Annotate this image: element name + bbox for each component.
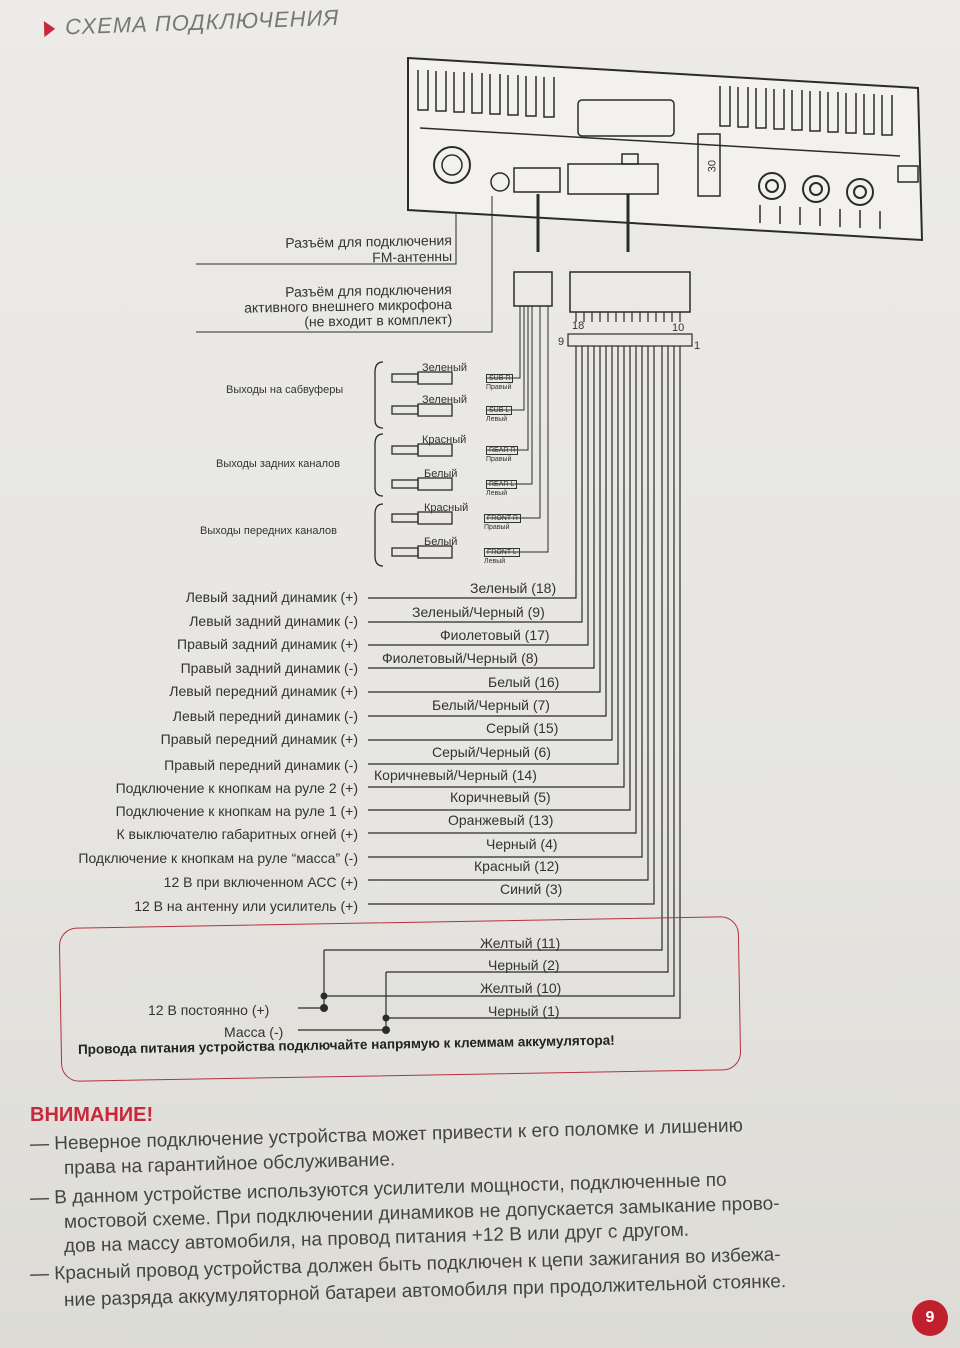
rca-tag: SUB R <box>486 374 514 383</box>
pin-label-9: 9 <box>558 336 565 348</box>
wire-function-label: Правый задний динамик (-) <box>180 660 358 676</box>
rca-color: Белый <box>424 536 458 548</box>
rca-plug <box>513 271 553 307</box>
unit-ground-terminal <box>897 165 919 183</box>
wire-color-label: Серый/Черный (6) <box>432 744 551 760</box>
page-number: 9 <box>912 1300 948 1336</box>
group-brackets <box>374 361 384 567</box>
rca-color: Белый <box>424 468 458 480</box>
junction-dot <box>320 992 328 1000</box>
rca-side: Правый <box>486 384 512 391</box>
fuse <box>697 133 721 197</box>
wire-color-label: Коричневый/Черный (14) <box>374 767 537 783</box>
heatsink-fins <box>417 70 901 229</box>
iso-connector <box>567 163 659 195</box>
rca-cables <box>486 306 549 553</box>
rca-plugs <box>391 371 453 559</box>
wire-color-label: Коричневый (5) <box>450 789 551 805</box>
unit-rca-3 <box>846 178 874 206</box>
rca-color: Красный <box>422 434 467 446</box>
mic-connector <box>513 167 561 193</box>
wire-function-label: 12 В на антенну или усилитель (+) <box>134 898 358 914</box>
unit-rca-2 <box>802 175 830 203</box>
rca-side: Левый <box>486 490 508 497</box>
rca-tag: FRONT R <box>484 514 521 523</box>
warning-title: ВНИМАНИЕ! <box>30 1104 154 1126</box>
rca-side: Правый <box>486 456 512 463</box>
wire-color-label: Белый (16) <box>488 674 560 690</box>
wire-color-label: Черный (4) <box>486 836 558 852</box>
wire-color-label: Оранжевый (13) <box>448 812 554 828</box>
pin-label-1: 1 <box>694 340 701 352</box>
rca-tag: FRONT L <box>484 548 520 557</box>
center-bracket <box>577 99 675 137</box>
wire-color-label: Зеленый/Черный (9) <box>412 604 545 620</box>
wire-function-label: Правый задний динамик (+) <box>177 636 358 652</box>
head-unit-outline <box>407 56 924 242</box>
power-wire-label: Черный (1) <box>488 1003 560 1019</box>
junction-dot <box>382 1014 390 1022</box>
power-wire-label: Желтый (11) <box>480 935 561 951</box>
fm-antenna-label: Разъём для подключения FM-антенны <box>285 232 453 266</box>
wire-function-label: Левый передний динамик (+) <box>169 683 358 699</box>
wire-function-label: Подключение к кнопкам на руле 1 (+) <box>115 803 358 819</box>
wire-color-label: Зеленый (18) <box>470 580 557 596</box>
harness-wires <box>298 346 681 1031</box>
rca-side: Левый <box>484 558 506 565</box>
wire-function-label: Правый передний динамик (-) <box>164 757 358 773</box>
rca-color: Зеленый <box>422 394 468 406</box>
rca-color: Зеленый <box>422 362 468 374</box>
wire-function-label: К выключателю габаритных огней (+) <box>116 826 359 842</box>
rca-side: Правый <box>484 524 510 531</box>
wire-color-label: Фиолетовый (17) <box>440 627 550 643</box>
rca-tag: REAR L <box>486 480 518 489</box>
rca-color: Красный <box>424 502 469 514</box>
fm-antenna-socket <box>433 146 471 184</box>
rca-side: Левый <box>486 416 508 423</box>
rca-group-rear-label: Выходы задних каналов <box>216 458 341 470</box>
constant-power-label: 12 В постоянно (+) <box>148 1002 270 1018</box>
mic-socket <box>490 172 510 192</box>
power-wire-label: Желтый (10) <box>480 980 562 996</box>
microphone-label: Разъём для подключения активного внешнег… <box>244 281 453 330</box>
junction-dot <box>320 1004 328 1012</box>
pin-label-18: 18 <box>572 320 585 332</box>
rca-tag: REAR R <box>486 446 519 455</box>
ground-label: Масса (-) <box>224 1024 284 1040</box>
power-wires-box <box>58 916 742 1082</box>
wire-color-label: Синий (3) <box>500 881 563 897</box>
rca-group-front-label: Выходы передних каналов <box>200 525 338 537</box>
power-wire-label: Черный (2) <box>488 957 560 973</box>
unit-rca-1 <box>758 172 786 200</box>
wire-function-label: Левый передний динамик (-) <box>172 708 358 724</box>
wire-function-label: Подключение к кнопкам на руле 2 (+) <box>115 780 358 796</box>
pin-label-10: 10 <box>672 322 685 334</box>
wire-function-label: 12 В при включенном АСС (+) <box>163 874 358 890</box>
rca-tag: SUB L <box>486 406 513 415</box>
wire-function-label: Подключение к кнопкам на руле “масса” (-… <box>78 850 358 866</box>
wire-color-label: Серый (15) <box>486 720 559 736</box>
fuse-label: 30 <box>706 160 719 173</box>
junction-dot <box>382 1026 390 1034</box>
wire-color-label: Фиолетовый/Черный (8) <box>382 650 539 666</box>
wire-color-label: Красный (12) <box>474 858 560 874</box>
wire-function-label: Левый задний динамик (-) <box>189 613 358 629</box>
harness-plug <box>569 271 691 313</box>
wire-color-label: Белый/Черный (7) <box>432 697 550 713</box>
wire-function-label: Правый передний динамик (+) <box>160 731 358 747</box>
rca-group-sub-label: Выходы на сабвуферы <box>226 384 344 396</box>
wire-function-label: Левый задний динамик (+) <box>185 589 358 605</box>
